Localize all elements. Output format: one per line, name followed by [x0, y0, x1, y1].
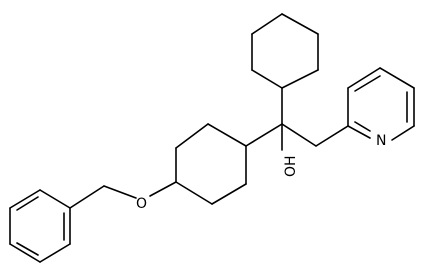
hydroxyl-label: OH — [283, 155, 299, 177]
pyridine-ring: N — [347, 67, 415, 149]
pyridine-nitrogen-label: N — [376, 133, 386, 149]
benzyl-linker: O — [69, 181, 177, 212]
cyclohexane-left — [175, 123, 247, 205]
carbinol-center: OH — [245, 87, 349, 177]
cyclohexane-top — [251, 13, 319, 89]
phenyl-ring — [9, 189, 71, 263]
ether-oxygen-label: O — [136, 196, 147, 212]
